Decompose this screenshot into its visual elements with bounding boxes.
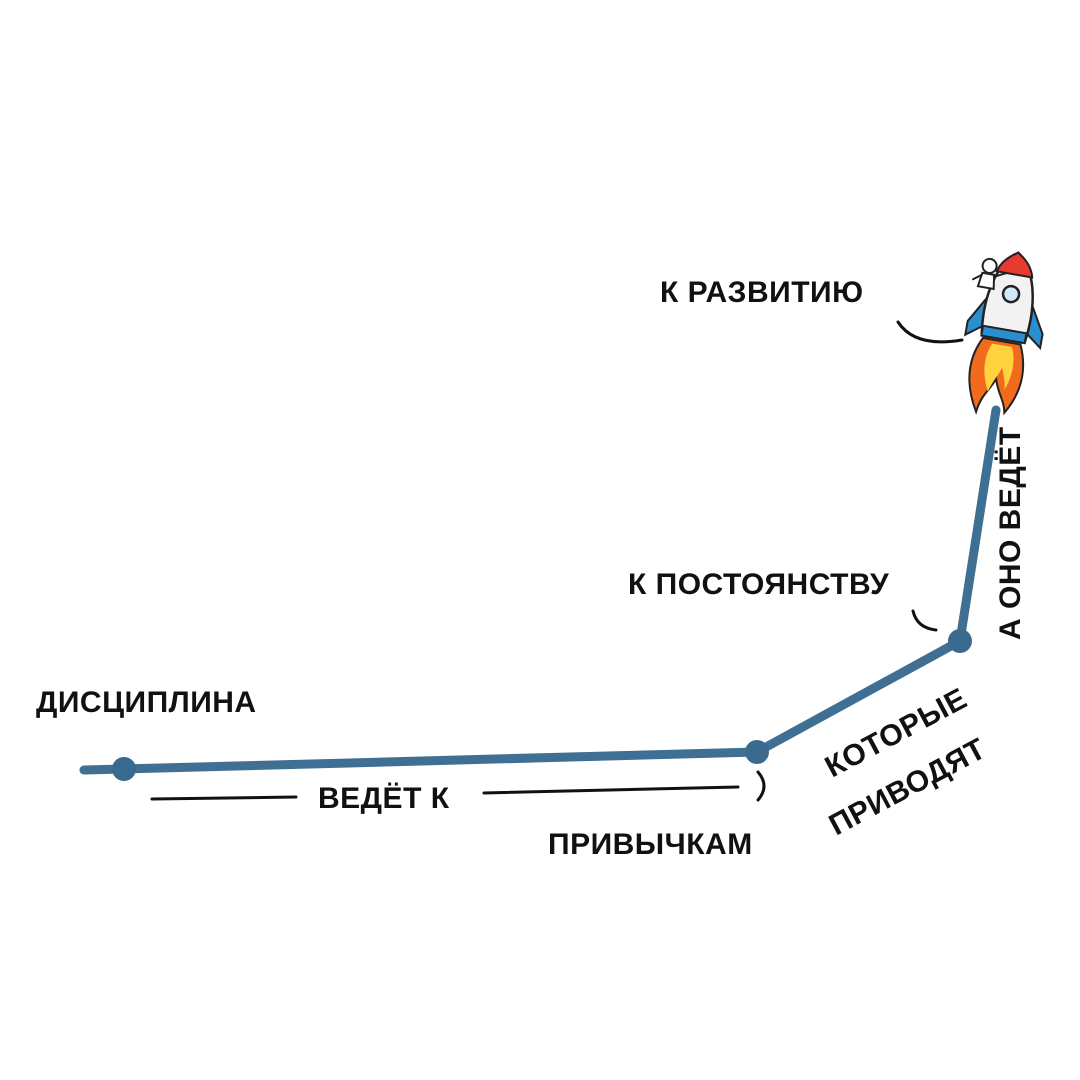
consistency-connector <box>913 611 936 630</box>
edge-label-line-left <box>152 797 296 799</box>
node-consistency <box>948 629 972 653</box>
label-discipline: ДИСЦИПЛИНА <box>36 686 257 719</box>
node-discipline <box>112 757 136 781</box>
node-habits <box>745 740 769 764</box>
rocket-icon <box>950 246 1055 421</box>
edge-label-line-right <box>484 787 738 793</box>
label-growth: К РАЗВИТИЮ <box>660 276 864 309</box>
rocket-window <box>1002 285 1021 304</box>
label-consistency: К ПОСТОЯНСТВУ <box>628 568 889 601</box>
edge-label-leads-to: ВЕДЁТ К <box>318 782 450 815</box>
growth-connector <box>898 322 962 342</box>
edge-label-and-it-leads: А ОНО ВЕДЁТ <box>994 426 1027 640</box>
habits-connector <box>758 772 764 800</box>
label-habits: ПРИВЫЧКАМ <box>548 828 753 861</box>
